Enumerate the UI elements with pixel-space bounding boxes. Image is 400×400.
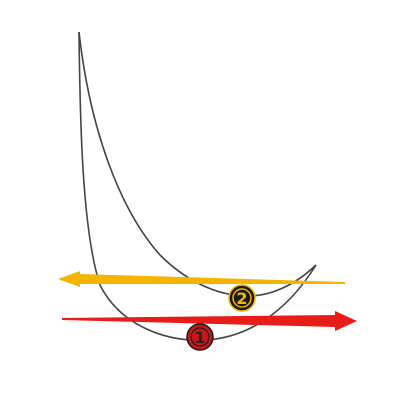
marker-2: 2 [228,284,256,312]
marker-1-ring [190,327,210,347]
arrow-1 [62,311,357,331]
outer-curve [78,31,317,341]
marker-2-ring [232,288,252,308]
arrow-2 [58,271,345,287]
marker-1: 1 [186,323,214,351]
inner-curve [78,31,317,297]
marker-1-label: 1 [194,328,205,347]
marker-2-label: 2 [236,289,247,308]
